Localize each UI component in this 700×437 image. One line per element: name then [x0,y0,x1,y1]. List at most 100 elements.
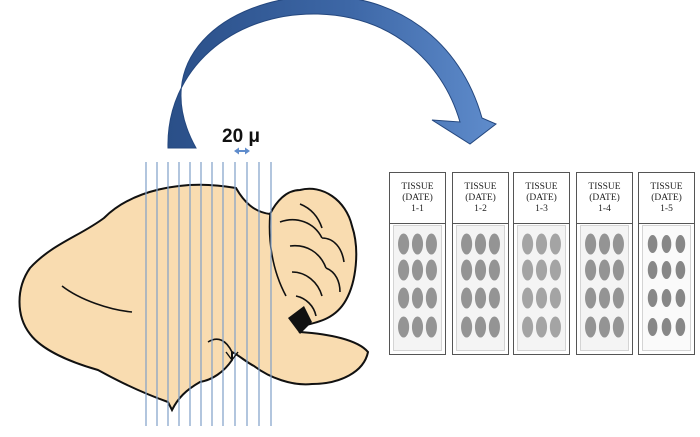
tissue-section [522,287,534,309]
tissue-section [535,233,548,255]
tissue-section [661,261,672,279]
tissue-section [675,289,686,307]
slide-label-line: (DATE) [526,192,557,203]
slide-tissue-sections [517,225,566,351]
tissue-section [535,316,548,338]
tissue-section [549,233,561,255]
tissue-section [535,287,548,309]
section-lines [145,162,272,426]
tissue-section [461,287,473,309]
slide-label-line: 1-5 [660,203,673,214]
tissue-section [647,235,658,253]
tissue-section [675,318,686,336]
tissue-section [598,316,611,338]
tissue-section [598,259,611,281]
tissue-section [398,259,410,281]
slide-label-line: TISSUE [588,181,621,192]
tissue-section [398,316,410,338]
tissue-section [488,259,500,281]
tissue-section [549,316,561,338]
slide-3: TISSUE (DATE) 1-3 [513,172,570,355]
slide-label-line: 1-1 [411,203,424,214]
slide-label: TISSUE (DATE) 1-2 [453,173,508,224]
tissue-section [675,235,686,253]
slide-tissue-sections [393,225,442,351]
tissue-section [461,233,473,255]
slide-label: TISSUE (DATE) 1-3 [514,173,569,224]
thickness-double-arrow [234,147,250,155]
tissue-section [474,316,487,338]
brain-outline [18,183,370,413]
slide-label-line: 1-3 [535,203,548,214]
slide-label-line: (DATE) [465,192,496,203]
slide-1: TISSUE (DATE) 1-1 [389,172,446,355]
section-thickness-label: 20 μ [222,126,261,147]
brain [18,183,370,413]
tissue-section [675,261,686,279]
tissue-section [612,316,624,338]
brainstem-notch [225,351,239,362]
brain-dark-region [288,306,312,334]
tissue-section [398,287,410,309]
tissue-section [522,233,534,255]
slide-label: TISSUE (DATE) 1-5 [639,173,694,224]
tissue-section [425,259,437,281]
tissue-section [598,233,611,255]
slide-4: TISSUE (DATE) 1-4 [576,172,633,355]
tissue-section [647,261,658,279]
tissue-section [647,289,658,307]
tissue-section [647,318,658,336]
slide-label-line: TISSUE [464,181,497,192]
tissue-section [425,233,437,255]
slide-label-line: (DATE) [589,192,620,203]
tissue-section [474,233,487,255]
slide-tissue-sections [456,225,505,351]
tissue-section [461,316,473,338]
slide-label-line: TISSUE [525,181,558,192]
tissue-section [398,233,410,255]
tissue-section [585,316,597,338]
tissue-section [661,318,672,336]
tissue-section [585,287,597,309]
tissue-section [661,235,672,253]
slide-5: TISSUE (DATE) 1-5 [638,172,695,355]
tissue-section [661,289,672,307]
tissue-section [549,259,561,281]
slide-tissue-sections [580,225,629,351]
tissue-section [488,287,500,309]
tissue-section [612,259,624,281]
tissue-section [585,233,597,255]
tissue-section [585,259,597,281]
tissue-section [488,316,500,338]
tissue-section [425,316,437,338]
tissue-section [612,233,624,255]
slide-label-line: (DATE) [651,192,682,203]
tissue-section [411,287,424,309]
tissue-section [474,259,487,281]
slide-2: TISSUE (DATE) 1-2 [452,172,509,355]
tissue-section [612,287,624,309]
tissue-section [411,233,424,255]
slide-label: TISSUE (DATE) 1-1 [390,173,445,224]
tissue-section [461,259,473,281]
tissue-section [411,259,424,281]
slide-tissue-sections [642,225,691,351]
slide-label-line: TISSUE [401,181,434,192]
tissue-section [522,316,534,338]
tissue-section [474,287,487,309]
tissue-section [598,287,611,309]
tissue-section [522,259,534,281]
slide-label-line: TISSUE [650,181,683,192]
tissue-section [549,287,561,309]
tissue-section [488,233,500,255]
slide-label-line: 1-4 [598,203,611,214]
brain-fold-lines [61,203,345,353]
slide-label-line: (DATE) [402,192,433,203]
tissue-section [425,287,437,309]
transfer-arrow [167,0,497,149]
slide-label-line: 1-2 [474,203,487,214]
slide-label: TISSUE (DATE) 1-4 [577,173,632,224]
tissue-section [411,316,424,338]
tissue-section [535,259,548,281]
